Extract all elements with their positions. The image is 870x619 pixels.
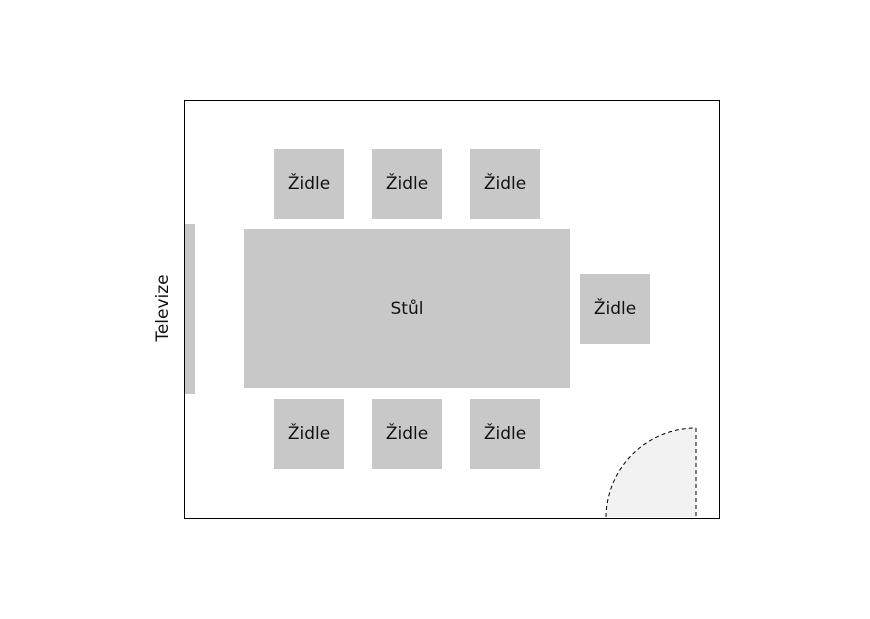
chair-top-3: Židle	[470, 149, 540, 219]
chair-label: Židle	[385, 424, 429, 444]
table: Stůl	[244, 229, 570, 388]
chair-top-2: Židle	[372, 149, 442, 219]
chair-label: Židle	[287, 424, 331, 444]
chair-label: Židle	[593, 299, 637, 319]
chair-label: Židle	[483, 424, 527, 444]
chair-bottom-3: Židle	[470, 399, 540, 469]
chair-label: Židle	[483, 174, 527, 194]
chair-top-1: Židle	[274, 149, 344, 219]
table-label: Stůl	[390, 298, 424, 319]
chair-right: Židle	[580, 274, 650, 344]
chair-label: Židle	[287, 174, 331, 194]
door-swing-area	[606, 428, 696, 517]
chair-bottom-1: Židle	[274, 399, 344, 469]
chair-bottom-2: Židle	[372, 399, 442, 469]
tv-bar	[185, 224, 195, 394]
chair-label: Židle	[385, 174, 429, 194]
door-swing-arc	[605, 427, 697, 518]
